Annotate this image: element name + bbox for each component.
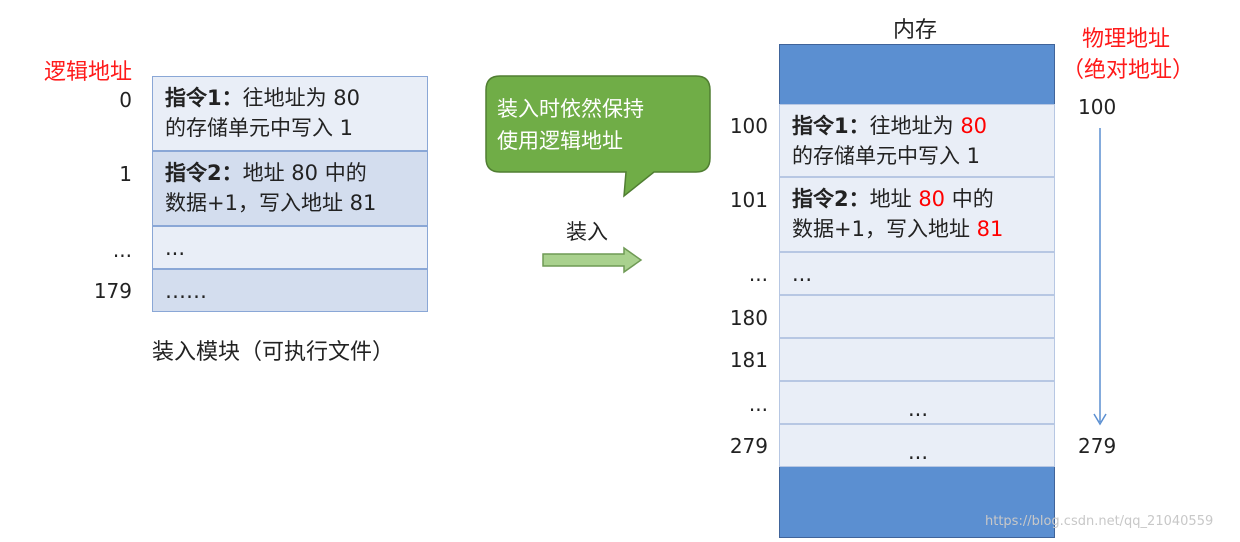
instruction-1-line1: 往地址为 80: [242, 86, 361, 110]
memory-row-181: [779, 338, 1055, 381]
instruction-2-sep: ：: [221, 161, 243, 185]
speech-bubble-line1: 装入时依然保持: [497, 97, 644, 121]
instruction-2-line1: 地址 80 中的: [242, 161, 367, 185]
memory-row-100: 指令1：往地址为 80 的存储单元中写入 1: [779, 104, 1055, 177]
memory-instruction-2-sep: ：: [848, 187, 870, 211]
memory-instruction-2-addr-81: 81: [976, 217, 1004, 241]
physical-address-title-line1: 物理地址: [1081, 27, 1170, 52]
module-row-last-text: ……: [165, 279, 207, 303]
watermark: https://blog.csdn.net/qq_21040559: [985, 514, 1214, 529]
physical-address-title-line2: （绝对地址）: [1062, 58, 1195, 83]
instruction-2-line2: 数据+1，写入地址 81: [165, 191, 377, 215]
memory-row-101: 指令2：地址 80 中的 数据+1，写入地址 81: [779, 177, 1055, 252]
memory-address-ellipsis-1: ...: [748, 262, 768, 286]
memory-row-ellipsis-1: ...: [779, 252, 1055, 295]
memory-instruction-2-line1-pre: 地址: [869, 187, 919, 211]
memory-instruction-2-line1-post: 中的: [945, 187, 994, 211]
instruction-1-sep: ：: [221, 86, 243, 110]
speech-bubble-text: 装入时依然保持 使用逻辑地址: [497, 93, 707, 157]
speech-bubble-line2: 使用逻辑地址: [497, 129, 623, 153]
memory-instruction-2-line2-pre: 数据+1，写入地址: [792, 217, 977, 241]
memory-instruction-1-line2: 的存储单元中写入 1: [792, 144, 981, 168]
logical-address-1: 1: [119, 162, 132, 186]
memory-instruction-1-addr: 80: [960, 114, 988, 138]
speech-bubble: [485, 75, 711, 198]
instruction-2-keyword: 指令2: [165, 161, 222, 185]
memory-title: 内存: [893, 18, 938, 43]
memory-row-279-text: ...: [907, 440, 929, 464]
memory-row-ellipsis-2-text: ...: [907, 397, 929, 421]
logical-address-179: 179: [93, 279, 132, 303]
memory-instruction-1-keyword: 指令1: [792, 114, 849, 138]
memory-row-180: [779, 295, 1055, 338]
module-caption: 装入模块（可执行文件）: [152, 340, 395, 365]
memory-row-ellipsis-1-text: ...: [792, 262, 813, 286]
memory-address-181: 181: [729, 348, 768, 372]
instruction-1-line2: 的存储单元中写入 1: [165, 116, 354, 140]
module-row-ellipsis-text: ...: [165, 236, 186, 260]
memory-instruction-1-sep: ：: [848, 114, 870, 138]
memory-address-279: 279: [729, 434, 768, 458]
memory-address-180: 180: [729, 306, 768, 330]
module-row-last: ……: [152, 269, 428, 312]
module-row-instruction-1: 指令1：往地址为 80 的存储单元中写入 1: [152, 76, 428, 151]
physical-address-title: 物理地址 （绝对地址）: [1062, 24, 1195, 86]
memory-instruction-2-keyword: 指令2: [792, 187, 849, 211]
memory-row-ellipsis-2: ...: [779, 381, 1055, 424]
load-arrow-label: 装入: [566, 220, 608, 244]
logical-address-ellipsis: ...: [112, 238, 132, 262]
memory-address-101: 101: [729, 188, 768, 212]
physical-address-start: 100: [1078, 95, 1117, 119]
load-arrow-icon: [542, 246, 643, 274]
logical-address-0: 0: [119, 88, 132, 112]
memory-instruction-1-line1: 往地址为: [869, 114, 961, 138]
memory-row-279: ...: [779, 424, 1055, 467]
module-row-ellipsis: ...: [152, 226, 428, 269]
physical-address-end: 279: [1078, 434, 1117, 458]
memory-instruction-2-addr-80: 80: [918, 187, 946, 211]
memory-address-ellipsis-2: ...: [748, 392, 768, 416]
logical-address-title: 逻辑地址: [44, 60, 133, 85]
memory-address-100: 100: [729, 114, 768, 138]
physical-address-arrow-icon: [1093, 128, 1107, 426]
module-row-instruction-2: 指令2：地址 80 中的 数据+1，写入地址 81: [152, 151, 428, 226]
instruction-1-keyword: 指令1: [165, 86, 222, 110]
